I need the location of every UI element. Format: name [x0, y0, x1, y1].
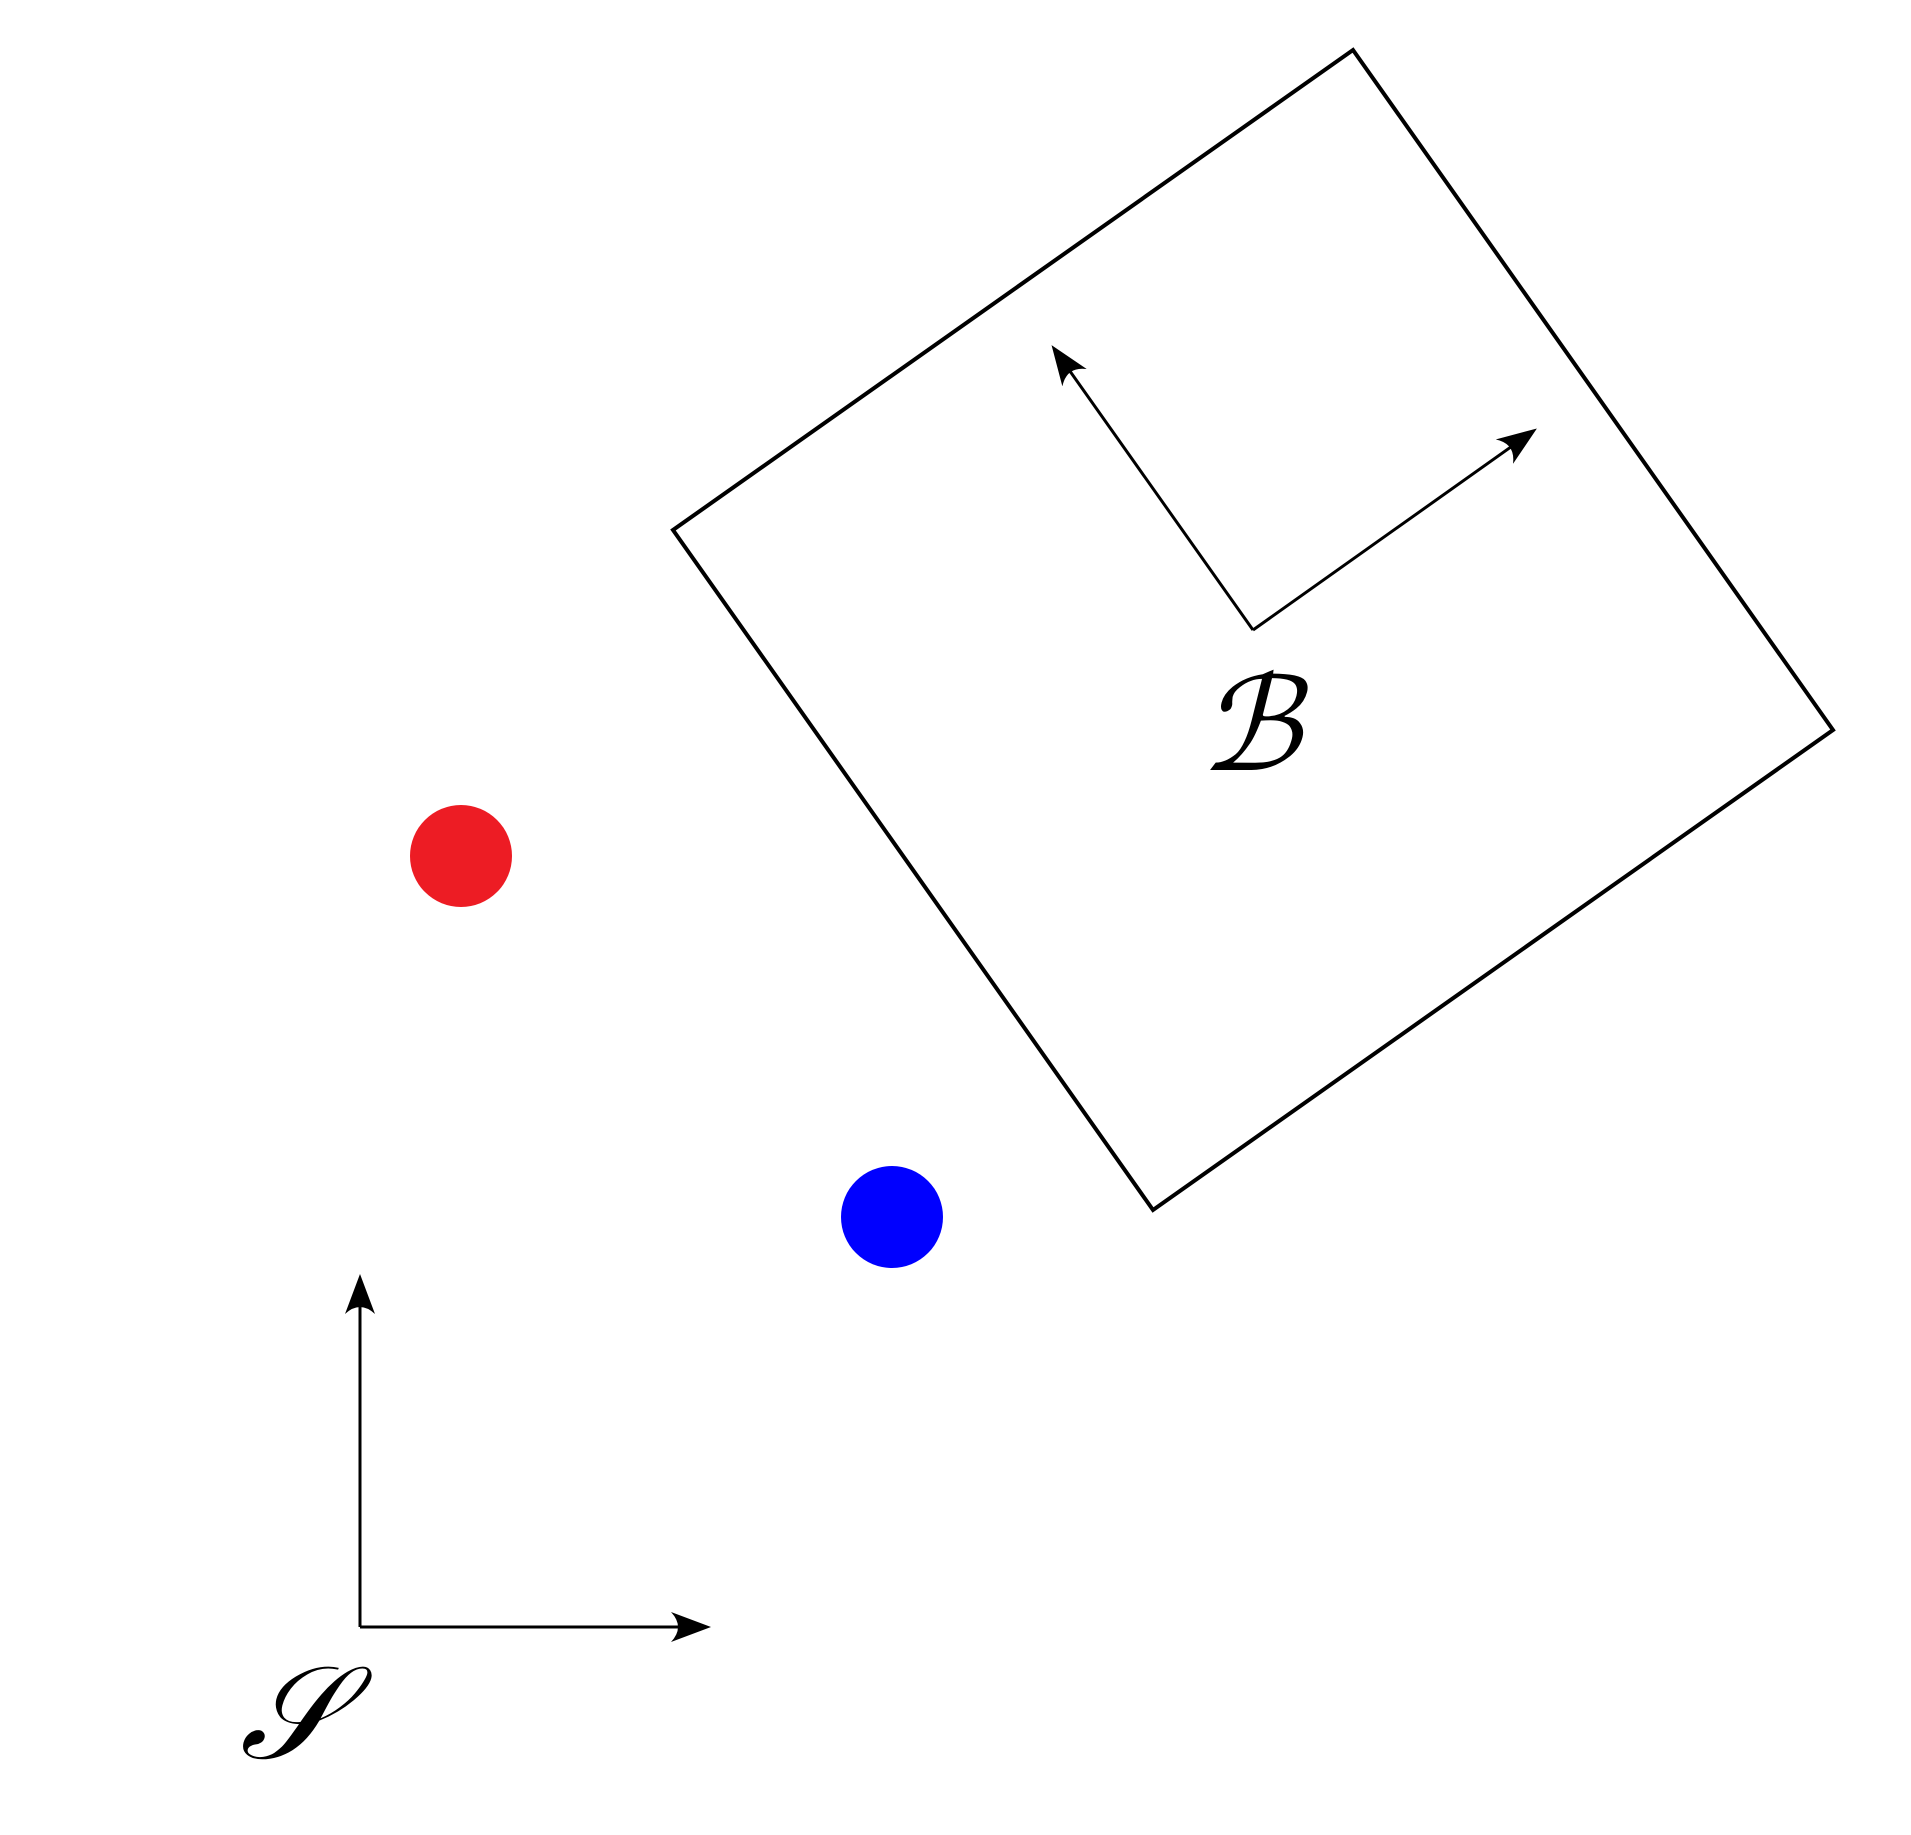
red-point	[410, 805, 512, 907]
body-frame-y-axis	[1051, 345, 1255, 631]
rigid-body-square	[670, 47, 1836, 1213]
body-frame-label: ℬ	[1199, 649, 1309, 801]
space-frame-label: 𝒮	[240, 1637, 373, 1789]
body-frame-x-axis	[1252, 428, 1537, 632]
blue-point	[841, 1166, 943, 1268]
